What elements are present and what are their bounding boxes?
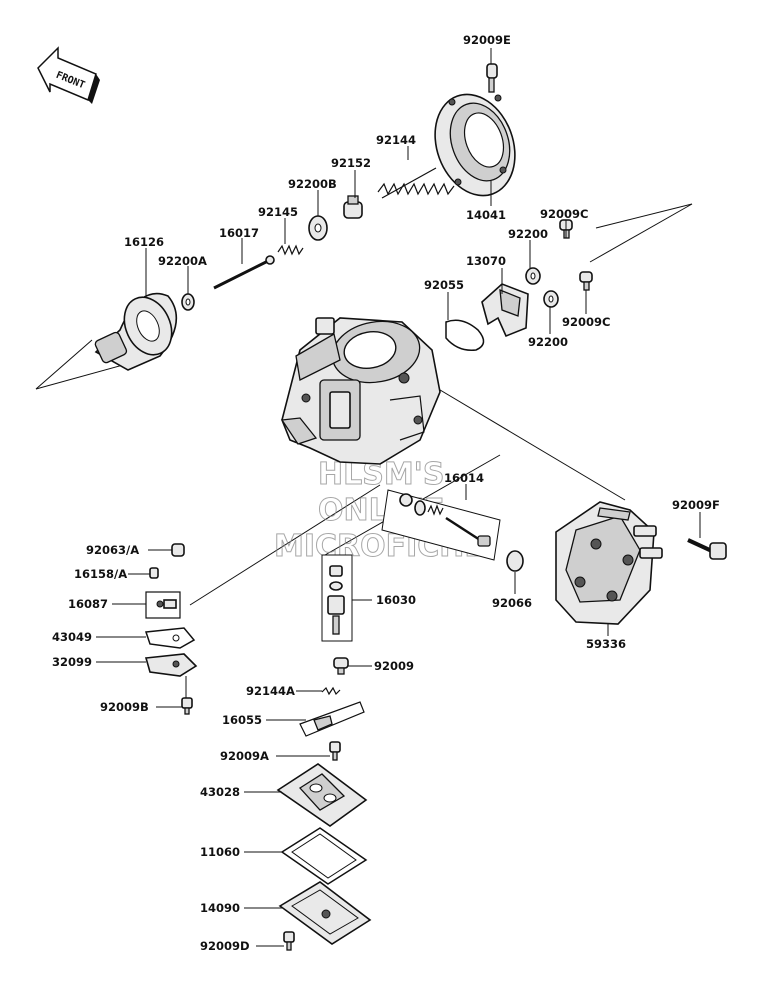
label-92009: 92009 [374, 659, 414, 673]
part-92009A-screw[interactable] [329, 741, 341, 761]
part-92144A-spring[interactable] [321, 686, 341, 696]
label-92009A: 92009A [220, 749, 269, 763]
part-92200B-washer[interactable] [308, 215, 328, 241]
label-16014: 16014 [444, 471, 484, 485]
label-14041: 14041 [466, 208, 506, 222]
part-16158A-screw[interactable] [149, 567, 159, 579]
part-92009E-screw[interactable] [486, 63, 498, 93]
label-92152: 92152 [331, 156, 371, 170]
part-14041-cover[interactable] [422, 83, 529, 207]
part-92009D-screw[interactable] [283, 931, 295, 951]
label-92066: 92066 [492, 596, 532, 610]
label-92009E: 92009E [463, 33, 511, 47]
part-16014-jet[interactable] [381, 489, 501, 561]
part-92145-spring[interactable] [277, 244, 304, 256]
label-16030: 16030 [376, 593, 416, 607]
label-92009C-2: 92009C [562, 315, 610, 329]
part-92009C-screw-bottom[interactable] [579, 271, 593, 291]
part-13070-bracket[interactable] [481, 283, 529, 338]
label-92200A: 92200A [158, 254, 207, 268]
label-92009B: 92009B [100, 700, 149, 714]
part-92009-screw[interactable] [333, 657, 349, 675]
part-43028-diaphragm[interactable] [276, 763, 368, 827]
label-32099: 32099 [52, 655, 92, 669]
part-92009F-bolt[interactable] [687, 538, 727, 560]
part-16087-plate[interactable] [145, 591, 181, 619]
part-11060-gasket[interactable] [280, 827, 368, 885]
part-14090-cover[interactable] [278, 881, 372, 945]
label-16158A: 16158/A [74, 567, 127, 581]
label-92200B: 92200B [288, 177, 337, 191]
label-16017: 16017 [219, 226, 259, 240]
label-59336: 59336 [586, 637, 626, 651]
part-32099-cover[interactable] [144, 653, 198, 677]
part-carburetor-body[interactable] [280, 315, 441, 465]
part-59336-fuel-pump[interactable] [555, 501, 663, 625]
label-16126: 16126 [124, 235, 164, 249]
label-92144A: 92144A [246, 684, 295, 698]
label-92200-2: 92200 [528, 335, 568, 349]
leader-lines [96, 48, 701, 947]
label-92063A: 92063/A [86, 543, 139, 557]
label-92009C-1: 92009C [540, 207, 588, 221]
part-16017-rod[interactable] [213, 255, 275, 290]
label-14090: 14090 [200, 901, 240, 915]
label-92009D: 92009D [200, 939, 250, 953]
part-labels: 92009E 92144 92152 92200B 92145 16017 16… [52, 33, 720, 953]
label-92145: 92145 [258, 205, 298, 219]
part-16126-diaphragm[interactable] [94, 290, 181, 371]
part-92066-plug[interactable] [506, 550, 524, 572]
label-92144: 92144 [376, 133, 416, 147]
label-92200-1: 92200 [508, 227, 548, 241]
label-16087: 16087 [68, 597, 108, 611]
part-16030-needle-jet[interactable] [321, 554, 353, 642]
label-92055: 92055 [424, 278, 464, 292]
part-92144-spring[interactable] [377, 167, 455, 199]
part-92055-gasket[interactable] [445, 319, 485, 351]
label-13070: 13070 [466, 254, 506, 268]
part-92063A-plug[interactable] [171, 543, 185, 557]
part-43049-gasket[interactable] [144, 627, 196, 649]
part-92200-washer-bottom[interactable] [543, 290, 559, 308]
label-16055: 16055 [222, 713, 262, 727]
label-92009F: 92009F [672, 498, 720, 512]
part-92200A-washer[interactable] [181, 293, 195, 311]
label-43028: 43028 [200, 785, 240, 799]
part-92152-needle[interactable] [343, 195, 363, 219]
label-43049: 43049 [52, 630, 92, 644]
part-16055-lever[interactable] [299, 701, 365, 737]
part-92200-washer-top[interactable] [525, 267, 541, 285]
part-92009B-screw[interactable] [181, 697, 193, 715]
front-arrow-icon: FRONT [37, 46, 100, 104]
label-11060: 11060 [200, 845, 240, 859]
